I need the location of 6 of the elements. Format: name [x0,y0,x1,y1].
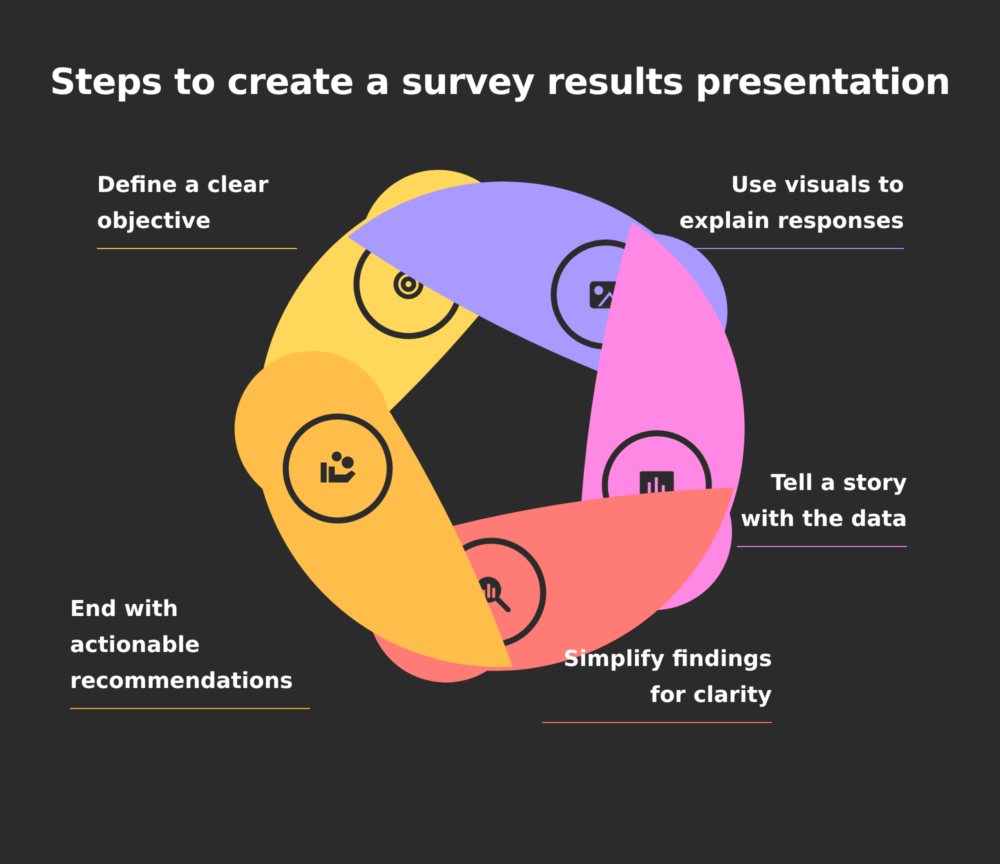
step-label: Define a clear objective [97,168,297,249]
step-label: Tell a story with the data [737,466,907,547]
step-label: End with actionable recommendations [70,592,310,709]
step-label: Simplify findings for clarity [542,642,772,723]
title: Steps to create a survey results presentation [48,62,952,103]
step-label: Use visuals to explain responses [674,168,904,249]
